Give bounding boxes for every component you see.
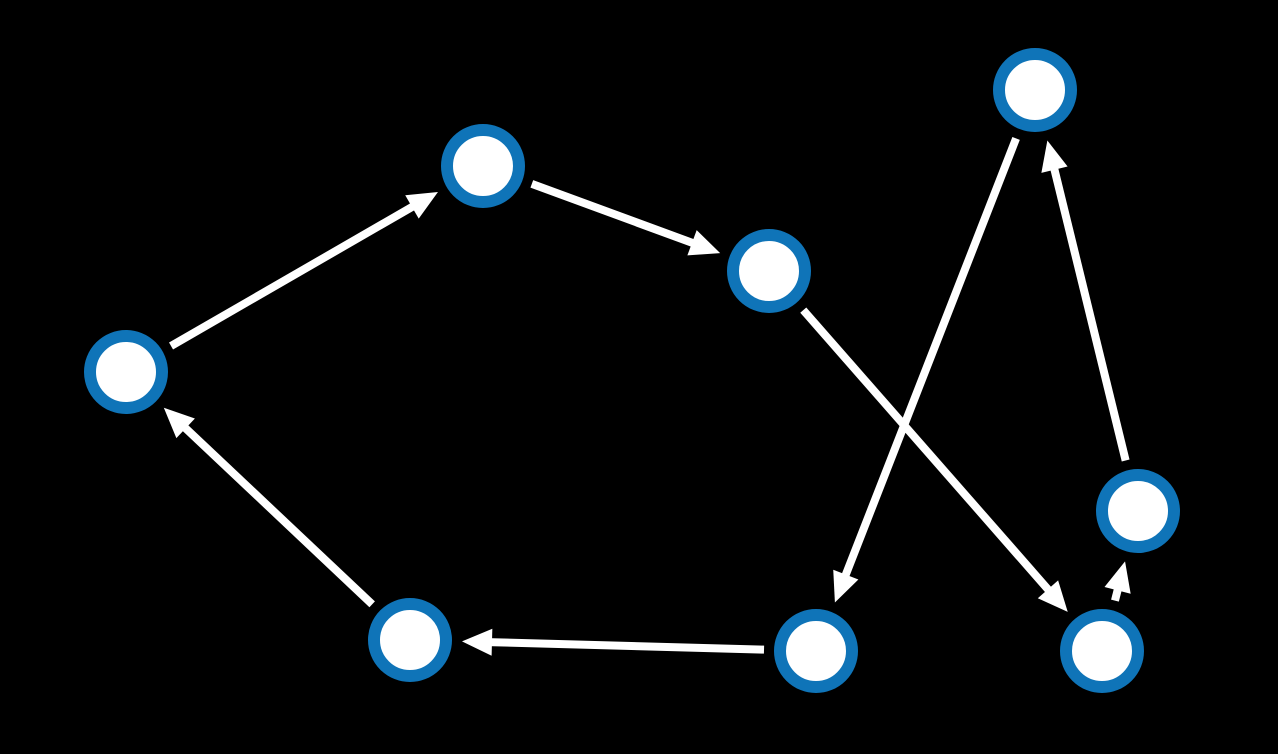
edge-shaft xyxy=(840,136,1020,580)
edge-shaft xyxy=(530,180,698,248)
graph-edge-bottom-right-to-right xyxy=(1104,561,1131,602)
graph-node-bottom-left xyxy=(368,598,452,682)
graph-edge-top-right-to-bottom-middle xyxy=(833,136,1020,603)
graph-node-middle xyxy=(727,229,811,313)
edge-shaft xyxy=(1049,164,1130,462)
arrowhead-icon xyxy=(461,628,493,656)
edge-shaft xyxy=(179,422,375,608)
arrowhead-icon xyxy=(405,191,438,219)
graph-edge-middle-to-bottom-right xyxy=(800,307,1068,612)
graph-node-bottom-middle xyxy=(774,609,858,693)
graph-edge-bottom-left-to-left xyxy=(163,407,375,608)
graph-edge-left-to-upper-middle xyxy=(169,191,438,350)
arrowhead-icon xyxy=(1041,140,1068,173)
arrowhead-icon xyxy=(163,407,195,439)
edge-shaft xyxy=(169,201,418,350)
graph-node-left xyxy=(84,330,168,414)
graph-edge-upper-middle-to-middle xyxy=(530,180,721,256)
graph-node-top-right xyxy=(993,48,1077,132)
arrowhead-icon xyxy=(833,569,859,603)
arrowhead-icon xyxy=(1104,561,1131,594)
graph-node-bottom-right xyxy=(1060,609,1144,693)
edge-shaft xyxy=(800,307,1054,595)
arrowhead-icon xyxy=(687,230,721,256)
arrowhead-icon xyxy=(1037,580,1068,612)
graph-edge-bottom-middle-to-bottom-left xyxy=(461,628,765,656)
edge-shaft xyxy=(487,638,765,654)
graph-node-right xyxy=(1096,469,1180,553)
graph-node-upper-middle xyxy=(441,124,525,208)
graph-edge-right-to-top-right xyxy=(1041,140,1130,462)
